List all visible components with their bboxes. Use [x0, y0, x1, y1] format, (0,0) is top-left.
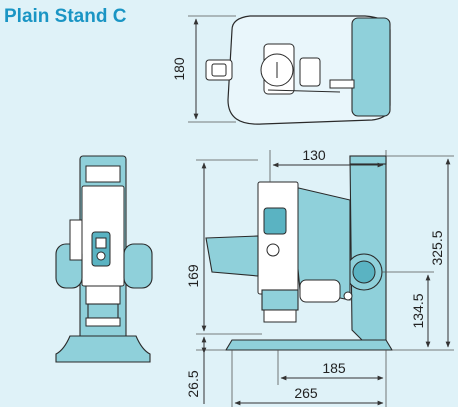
dim-arm-reach: 130 — [302, 147, 326, 163]
dim-base-height: 26.5 — [185, 370, 201, 397]
front-view — [55, 155, 153, 363]
dim-base-width: 265 — [294, 385, 318, 401]
dim-focus-height: 134.5 — [410, 293, 426, 328]
dimension-lines — [196, 150, 454, 407]
dim-stage-height: 169 — [185, 264, 201, 288]
top-view — [188, 15, 391, 125]
page-title: Plain Stand C — [4, 6, 127, 27]
dim-base-inner: 185 — [322, 360, 346, 376]
side-view — [205, 155, 393, 351]
dim-column-height: 325.5 — [429, 230, 445, 265]
dim-top-depth: 180 — [171, 57, 187, 81]
